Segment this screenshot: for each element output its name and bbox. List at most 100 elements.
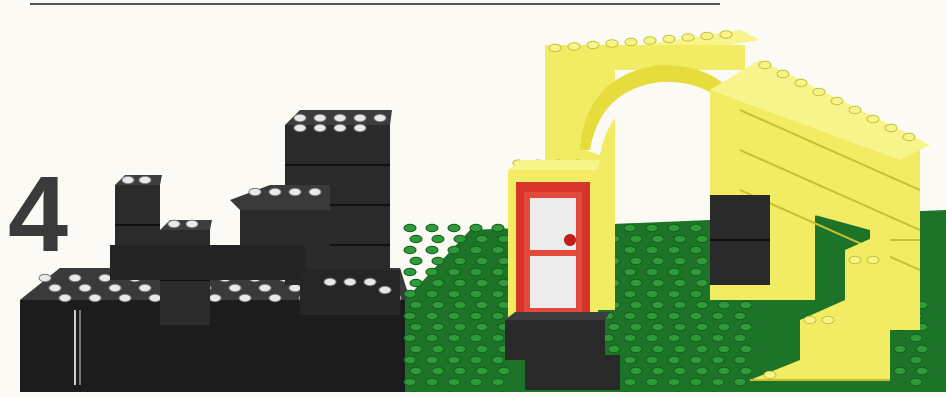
stud	[476, 345, 488, 352]
stud	[470, 312, 482, 319]
stud	[448, 290, 460, 297]
stud	[625, 38, 637, 45]
stud	[910, 356, 922, 363]
stud	[379, 286, 391, 293]
stud	[404, 224, 416, 231]
stud	[229, 284, 241, 291]
stud	[652, 323, 664, 330]
stud	[426, 290, 438, 297]
stud	[269, 188, 281, 195]
stud	[109, 284, 121, 291]
stud	[289, 284, 301, 291]
stud	[646, 224, 658, 231]
stud	[674, 235, 686, 242]
stud	[740, 345, 752, 352]
stud	[498, 367, 510, 374]
stud	[454, 235, 466, 242]
stud	[344, 278, 356, 285]
stud	[690, 356, 702, 363]
stud	[568, 43, 580, 50]
stud	[470, 268, 482, 275]
stud	[470, 356, 482, 363]
stud	[448, 224, 460, 231]
stud	[701, 32, 713, 39]
stud	[426, 224, 438, 231]
stud	[630, 323, 642, 330]
stud	[696, 345, 708, 352]
stud	[404, 378, 416, 385]
stud	[831, 97, 843, 104]
door-window-bottom	[530, 256, 576, 308]
stud	[209, 294, 221, 301]
stud	[668, 246, 680, 253]
stud	[49, 284, 61, 291]
stud	[885, 124, 897, 131]
stud	[410, 301, 422, 308]
stud	[682, 34, 694, 41]
stud	[813, 88, 825, 95]
stud	[289, 188, 301, 195]
stud	[740, 323, 752, 330]
stud	[646, 334, 658, 341]
stud	[646, 268, 658, 275]
stud	[712, 334, 724, 341]
stud	[916, 345, 928, 352]
stud	[454, 367, 466, 374]
stud	[186, 220, 198, 227]
stud	[646, 378, 658, 385]
stud	[492, 356, 504, 363]
stud	[690, 312, 702, 319]
stud	[624, 246, 636, 253]
stud	[448, 268, 460, 275]
stud	[630, 301, 642, 308]
stud	[426, 312, 438, 319]
stud	[718, 367, 730, 374]
stud	[608, 345, 620, 352]
stud	[663, 35, 675, 42]
stud	[696, 323, 708, 330]
stud	[630, 235, 642, 242]
stud	[454, 279, 466, 286]
stud	[334, 124, 346, 131]
stud	[734, 312, 746, 319]
stud	[410, 279, 422, 286]
stud	[668, 290, 680, 297]
stud	[470, 334, 482, 341]
stud	[894, 367, 906, 374]
stud	[674, 279, 686, 286]
stud	[630, 345, 642, 352]
stud	[668, 334, 680, 341]
stud	[426, 378, 438, 385]
stud	[454, 323, 466, 330]
stud	[492, 334, 504, 341]
stud	[426, 246, 438, 253]
stud	[448, 312, 460, 319]
stud	[624, 290, 636, 297]
stud	[690, 268, 702, 275]
stud	[168, 220, 180, 227]
stud	[404, 356, 416, 363]
stud	[910, 334, 922, 341]
stud	[410, 257, 422, 264]
stud	[404, 334, 416, 341]
stud	[696, 301, 708, 308]
stud	[410, 367, 422, 374]
stud	[668, 378, 680, 385]
stud	[696, 367, 708, 374]
stud	[314, 124, 326, 131]
stud	[122, 176, 134, 183]
stud	[646, 246, 658, 253]
stud	[740, 367, 752, 374]
stud	[696, 235, 708, 242]
stud	[404, 268, 416, 275]
stud	[139, 176, 151, 183]
stud	[79, 284, 91, 291]
stud	[652, 367, 664, 374]
stud	[432, 367, 444, 374]
stud	[652, 279, 664, 286]
stud	[432, 235, 444, 242]
stud	[777, 70, 789, 77]
stud	[652, 235, 664, 242]
stud	[476, 367, 488, 374]
